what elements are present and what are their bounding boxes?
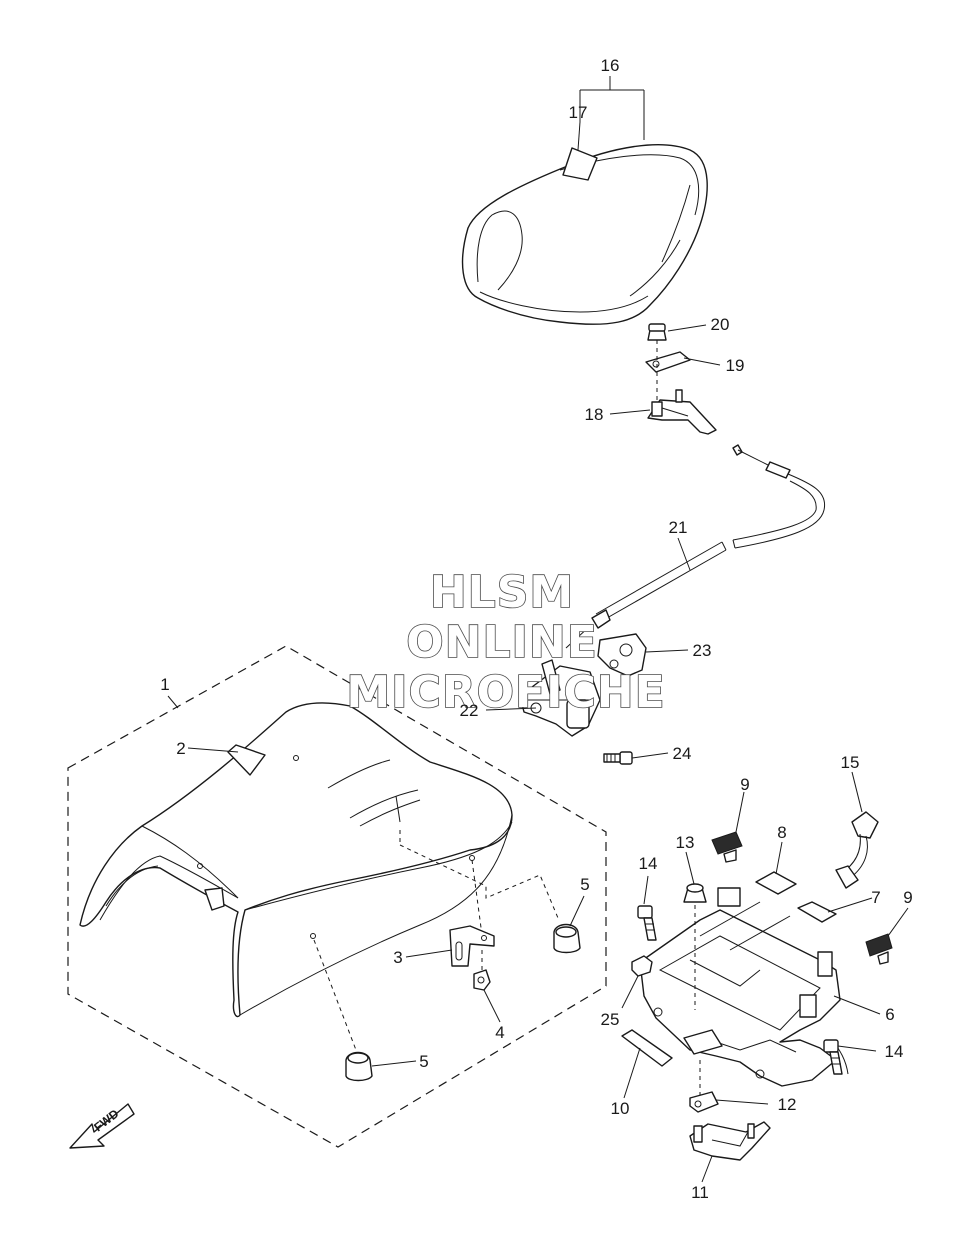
watermark-line-3: MICROFICHE — [346, 667, 665, 718]
strip-8-drawing — [755, 871, 797, 895]
callout-22: 22 — [460, 701, 479, 720]
callout-11: 11 — [691, 1183, 709, 1202]
bolt-24-drawing — [603, 751, 633, 765]
seat-lock-11-drawing — [689, 1121, 771, 1161]
callout-21: 21 — [669, 518, 688, 537]
callout-10: 10 — [611, 1099, 630, 1118]
callout-13: 13 — [676, 833, 695, 852]
seat-belt-15-drawing — [835, 811, 879, 889]
bolt-14-left-drawing — [637, 905, 657, 941]
bolt-14-right-drawing — [823, 1039, 843, 1075]
callout-20: 20 — [711, 315, 730, 334]
callout-24: 24 — [673, 744, 692, 763]
strip-7-drawing — [797, 901, 837, 923]
damper-9-right-drawing — [865, 933, 893, 965]
callout-12: 12 — [778, 1095, 797, 1114]
callout-5-lower: 5 — [419, 1052, 428, 1071]
callout-9-right: 9 — [903, 888, 912, 907]
watermark: HLSM ONLINE MICROFICHE — [346, 566, 666, 719]
damper-5-lower-drawing — [345, 1051, 373, 1082]
callouts: 16 17 20 19 18 21 23 22 24 1 2 3 4 5 5 9… — [160, 56, 912, 1202]
cap-25-drawing — [631, 955, 653, 977]
callout-19: 19 — [726, 356, 745, 375]
bracket-3-drawing — [449, 925, 495, 967]
callout-18: 18 — [585, 405, 604, 424]
fwd-arrow-icon: FWD — [69, 1103, 135, 1149]
nut-20-drawing — [647, 323, 667, 341]
callout-8: 8 — [777, 823, 786, 842]
callout-15: 15 — [841, 753, 860, 772]
callout-23: 23 — [693, 641, 712, 660]
callout-1: 1 — [160, 675, 169, 694]
callout-3: 3 — [393, 948, 402, 967]
strip-10-drawing — [621, 1029, 673, 1067]
seat-cover-drawing — [461, 144, 708, 325]
cable-21-drawing — [565, 444, 826, 649]
callout-16: 16 — [601, 56, 620, 75]
callout-6: 6 — [885, 1005, 894, 1024]
plate-19-drawing — [645, 351, 691, 373]
leader-lines — [167, 76, 909, 1183]
callout-5-upper: 5 — [580, 875, 589, 894]
seat-assembly-outline — [67, 645, 607, 1148]
callout-14-left: 14 — [639, 854, 658, 873]
plate-12-drawing — [689, 1091, 719, 1113]
callout-7: 7 — [871, 888, 880, 907]
lock-lever-drawing — [519, 633, 647, 737]
callout-4: 4 — [495, 1023, 504, 1042]
callout-9-upper: 9 — [740, 775, 749, 794]
watermark-line-1: HLSM — [430, 567, 574, 618]
seat-1-drawing — [79, 702, 513, 1018]
callout-2: 2 — [176, 739, 185, 758]
nut-13-drawing — [683, 883, 707, 903]
callout-14-right: 14 — [885, 1042, 904, 1061]
damper-5-upper-drawing — [553, 923, 581, 954]
callout-17: 17 — [569, 103, 588, 122]
nut-4-drawing — [473, 969, 491, 991]
hook-18-drawing — [647, 389, 717, 435]
damper-9-upper-drawing — [711, 831, 743, 863]
callout-25: 25 — [601, 1010, 620, 1029]
lock-bracket-6-drawing — [639, 887, 849, 1087]
watermark-line-2: ONLINE — [406, 617, 598, 668]
